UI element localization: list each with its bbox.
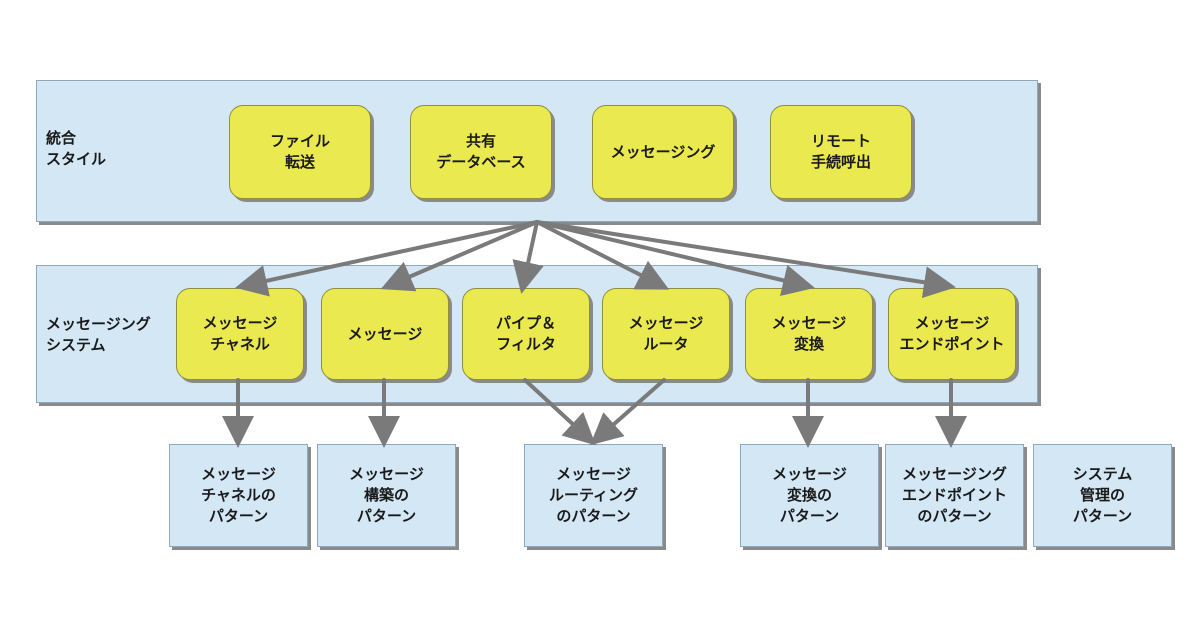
arrow-to-pipes-and-filters [512, 220, 544, 294]
component-message-translation: メッセージ 変換 [745, 288, 873, 380]
arrow-to-message-channel [235, 220, 539, 297]
component-message-channel: メッセージ チャネル [176, 288, 304, 380]
messaging-system-label: メッセージング システム [46, 315, 151, 354]
arrow-pipes-routing-patterns [523, 378, 596, 446]
component-message-router: メッセージ ルータ [602, 288, 730, 380]
arrow-to-message [380, 220, 539, 292]
pattern-message-construction: メッセージ 構築の パターン [317, 444, 456, 547]
style-messaging: メッセージング [592, 105, 734, 199]
style-remote-procedure-call: リモート 手続呼出 [770, 105, 912, 199]
style-shared-database: 共有 データベース [410, 105, 552, 199]
component-message-endpoint: メッセージ エンドポイント [888, 288, 1016, 380]
component-pipes-and-filters: パイプ＆ フィルタ [462, 288, 590, 380]
pattern-system-management: システム 管理の パターン [1033, 444, 1172, 547]
integration-style-label: 統合 スタイル [46, 129, 107, 168]
style-file-transfer: ファイル 転送 [229, 105, 371, 199]
pattern-message-routing: メッセージ ルーティング のパターン [524, 444, 663, 547]
pattern-message-channel: メッセージ チャネルの パターン [169, 444, 308, 547]
pattern-message-translation: メッセージ 変換の パターン [740, 444, 879, 547]
arrow-to-message-endpoint [535, 220, 956, 299]
arrow-to-message-router [535, 220, 670, 290]
component-message: メッセージ [321, 288, 449, 380]
arrow-router-routing-patterns [590, 378, 666, 446]
arrow-to-message-translation [535, 220, 815, 297]
